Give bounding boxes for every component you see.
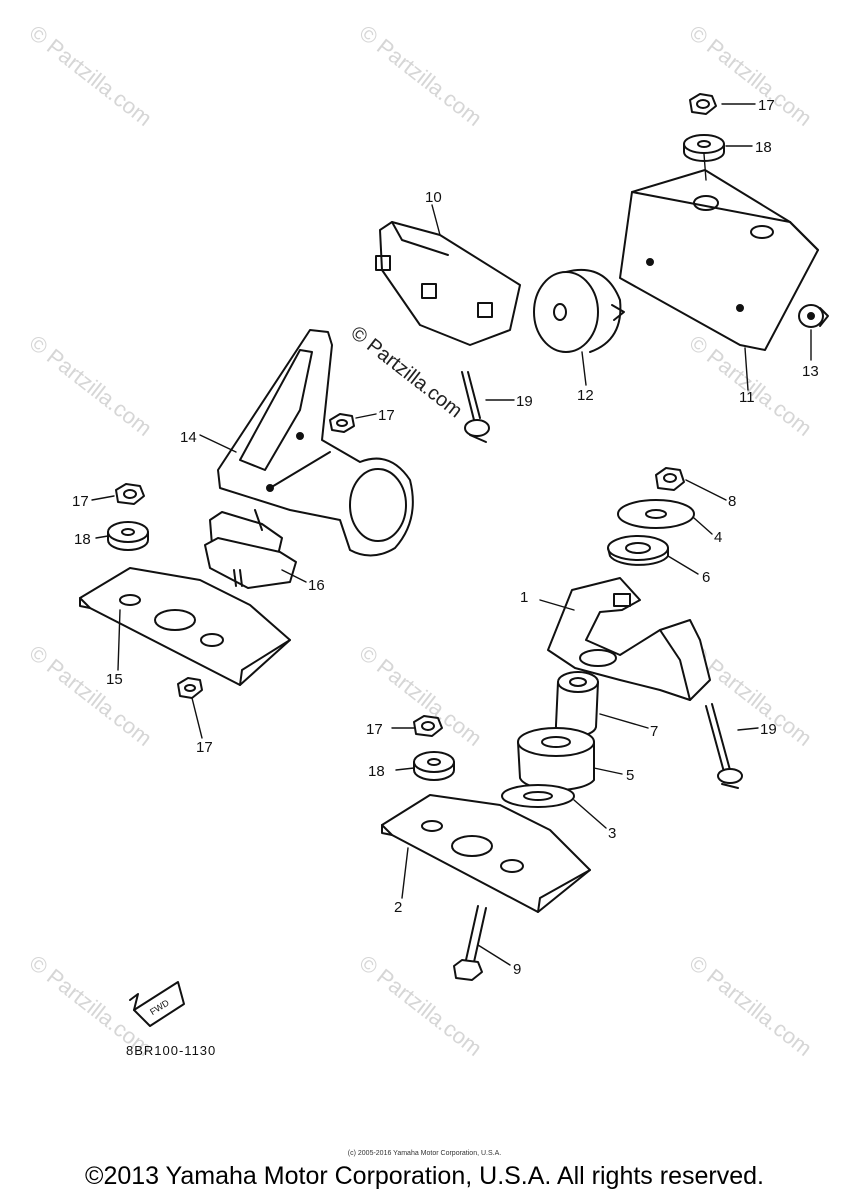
part-18-washer-top: [683, 134, 725, 162]
part-4-washer: [617, 499, 695, 529]
callout-17: 17: [72, 493, 89, 510]
callout-14: 14: [180, 429, 197, 446]
callout-3: 3: [608, 825, 616, 842]
callout-16: 16: [308, 577, 325, 594]
callout-1: 1: [520, 589, 528, 606]
copyright-main: ©2013 Yamaha Motor Corporation, U.S.A. A…: [85, 1162, 764, 1190]
part-19-bolt-right: [705, 703, 743, 789]
part-17-nut-bottom-left: [177, 677, 203, 699]
part-17-nut-center: [413, 715, 443, 737]
callout-9: 9: [513, 961, 521, 978]
part-6-ring: [607, 535, 669, 566]
part-1-bracket: [547, 577, 711, 701]
part-8-nut: [655, 467, 685, 491]
part-17-nut-plate: [329, 413, 355, 433]
callout-10: 10: [425, 189, 442, 206]
part-7-collar: [554, 671, 599, 738]
part-16-damper: [204, 509, 297, 589]
callout-18: 18: [368, 763, 385, 780]
part-17-nut-left: [115, 483, 145, 505]
part-10-bracket: [375, 221, 521, 346]
part-18-washer-center: [413, 751, 455, 781]
callout-8: 8: [728, 493, 736, 510]
part-11-cover: [619, 169, 819, 351]
part-2-base-plate: [381, 794, 591, 913]
fwd-arrow-icon: [129, 981, 185, 1027]
part-9-bolt: [453, 905, 487, 981]
callout-19: 19: [516, 393, 533, 410]
callout-7: 7: [650, 723, 658, 740]
part-14-mount-plate: [217, 329, 414, 557]
part-5-rubber-block: [517, 727, 595, 791]
diagram-code: 8BR100-1130: [126, 1043, 217, 1058]
part-13-cap: [798, 304, 829, 328]
callout-15: 15: [106, 671, 123, 688]
part-17-nut-top: [689, 93, 717, 115]
callout-2: 2: [394, 899, 402, 916]
part-18-washer-left: [107, 521, 149, 551]
callout-19: 19: [760, 721, 777, 738]
callout-17: 17: [366, 721, 383, 738]
callout-5: 5: [626, 767, 634, 784]
part-19-bolt-center: [461, 371, 490, 443]
callout-4: 4: [714, 529, 722, 546]
part-15-base-plate: [79, 567, 291, 686]
callout-17: 17: [378, 407, 395, 424]
callout-13: 13: [802, 363, 819, 380]
callout-6: 6: [702, 569, 710, 586]
callout-17: 17: [196, 739, 213, 756]
callout-17: 17: [758, 97, 775, 114]
part-12-cap: [533, 268, 625, 353]
copyright-small: (c) 2005-2016 Yamaha Motor Corporation, …: [347, 1150, 502, 1157]
callout-18: 18: [755, 139, 772, 156]
callout-18: 18: [74, 531, 91, 548]
callout-12: 12: [577, 387, 594, 404]
callout-11: 11: [739, 389, 755, 406]
part-3-washer: [501, 784, 575, 808]
